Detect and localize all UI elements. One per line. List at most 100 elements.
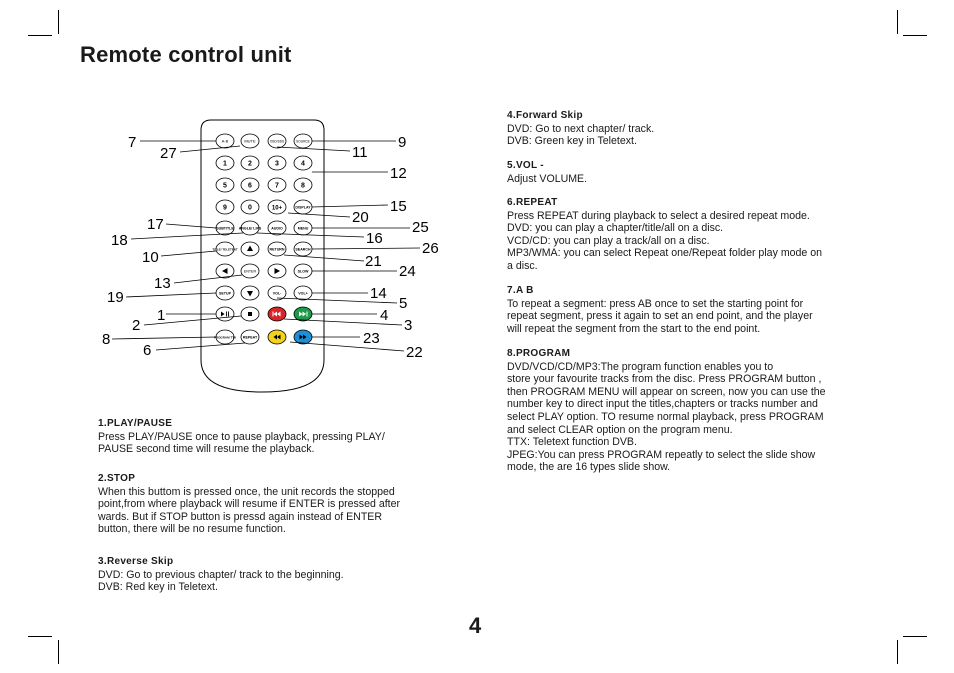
rewind-icon	[273, 334, 281, 340]
leader-line	[111, 336, 217, 340]
section-heading: 6.REPEAT	[507, 197, 558, 208]
crop-mark	[28, 636, 52, 637]
callout-number: 5	[399, 295, 407, 312]
callout-number: 14	[370, 285, 387, 302]
callout-number: 11	[352, 144, 368, 161]
callout-number: 9	[398, 134, 406, 151]
crop-mark	[28, 35, 52, 36]
section-line: will repeat the segment from the start t…	[507, 322, 761, 335]
section-line: When this buttom is pressed once, the un…	[98, 485, 395, 498]
section-line: DVB: Green key in Teletext.	[507, 135, 637, 148]
return-label: RETURN	[270, 248, 285, 252]
num-3-button[interactable]	[267, 155, 287, 171]
num-8-label: 8	[301, 183, 305, 190]
num-0-button[interactable]	[240, 199, 260, 215]
num-3-label: 3	[275, 161, 279, 168]
section-line: DVD/VCD/CD/MP3:The program function enab…	[507, 360, 774, 373]
angle-label: ANGLE/ LIPS	[239, 227, 262, 231]
osd-button[interactable]	[267, 133, 287, 149]
num-9-button[interactable]	[215, 199, 235, 215]
num-0-label: 0	[248, 205, 252, 212]
leader-line	[283, 318, 403, 326]
title-teletext-button[interactable]	[215, 241, 235, 257]
num-7-label: 7	[275, 183, 279, 190]
section-line: TTX: Teletext function DVB.	[507, 436, 637, 449]
section-line: PAUSE second time will resume the playba…	[98, 443, 315, 456]
leader-line	[143, 315, 242, 326]
section-line: To repeat a segment: press AB once to se…	[507, 297, 804, 310]
mute-button[interactable]	[240, 133, 260, 149]
page-number: 4	[469, 613, 482, 638]
vol-minus-button[interactable]	[267, 285, 287, 301]
leader-line	[165, 223, 217, 229]
return-button[interactable]	[267, 241, 287, 257]
angle-button[interactable]	[240, 220, 260, 236]
section-line: repeat segment, press it again to set an…	[507, 310, 813, 323]
section-heading: 5.VOL -	[507, 160, 544, 171]
section-line: wards. But if STOP button is pressd agai…	[98, 510, 383, 523]
enter-button[interactable]	[240, 263, 260, 279]
section-line: point,from where playback will resume if…	[98, 498, 401, 511]
leader-line	[125, 292, 217, 298]
callout-number: 7	[128, 134, 136, 151]
section-heading: 1.PLAY/PAUSE	[98, 418, 173, 429]
section-heading: 3.Reverse Skip	[98, 556, 174, 567]
leader-line	[289, 341, 405, 352]
audio-label: AUDIO	[271, 227, 283, 231]
num-4-button[interactable]	[293, 155, 313, 171]
callout-number: 15	[390, 198, 407, 215]
section-program: 8.PROGRAM DVD/VCD/CD/MP3:The program fun…	[507, 348, 887, 474]
section-line: Adjust VOLUME.	[507, 172, 588, 185]
repeat-label: REPEAT	[243, 336, 258, 340]
section-line: select PLAY option. TO resume normal pla…	[507, 410, 824, 423]
section-heading: 4.Forward Skip	[507, 110, 583, 121]
crop-mark	[58, 10, 59, 34]
callout-number: 18	[111, 232, 128, 249]
callout-number: 24	[399, 263, 416, 280]
section-line: JPEG:You can press PROGRAM repeatly to s…	[507, 448, 816, 461]
num-4-label: 4	[301, 161, 305, 168]
section-heading: 2.STOP	[98, 473, 136, 484]
section-vol: 5.VOL - Adjust VOLUME.	[507, 160, 887, 185]
num-8-button[interactable]	[293, 177, 313, 193]
down-arrow-icon	[247, 291, 253, 297]
crop-mark	[903, 35, 927, 36]
menu-label: MENU	[298, 227, 309, 231]
slow-label: SLOW	[298, 270, 309, 274]
play-pause-button[interactable]	[215, 306, 235, 322]
num-2-button[interactable]	[240, 155, 260, 171]
stop-icon	[248, 312, 252, 316]
section-line: MP3/WMA: you can select Repeat one/Repea…	[507, 247, 823, 260]
section-line: store your favourite tracks from the dis…	[507, 373, 822, 386]
num-5-button[interactable]	[215, 177, 235, 193]
audio-button[interactable]	[267, 220, 287, 236]
num-1-button[interactable]	[215, 155, 235, 171]
num-1-label: 1	[223, 161, 227, 168]
crop-mark	[897, 10, 898, 34]
section-line: VCD/CD: you can play a track/all on a di…	[507, 234, 710, 247]
next-skip-icon	[299, 311, 308, 317]
num-6-button[interactable]	[240, 177, 260, 193]
num-5-label: 5	[223, 183, 227, 190]
subtitle-label: SUBTITLE	[216, 227, 234, 231]
leader-line	[155, 342, 246, 351]
callout-number: 17	[147, 216, 164, 233]
mute-label: MUTE	[244, 139, 256, 144]
callout-number: 4	[380, 307, 388, 324]
leader-line	[287, 212, 351, 218]
callout-number: 6	[143, 342, 151, 359]
callout-number: 23	[363, 330, 380, 347]
callout-number: 25	[412, 219, 429, 236]
callout-number: 1	[157, 307, 165, 324]
program-label: PROGRAM TTX	[214, 336, 236, 340]
num-7-button[interactable]	[267, 177, 287, 193]
leader-line	[276, 146, 351, 152]
num-10plus-button[interactable]	[267, 199, 287, 215]
leader-line	[256, 232, 365, 238]
repeat-button[interactable]	[240, 329, 260, 345]
section-line: a disc.	[507, 259, 538, 272]
callout-number: 2	[132, 317, 140, 334]
right-arrow-icon	[274, 268, 280, 274]
page-title: Remote control unit	[80, 42, 292, 67]
enter-label: ENTER	[244, 270, 257, 274]
